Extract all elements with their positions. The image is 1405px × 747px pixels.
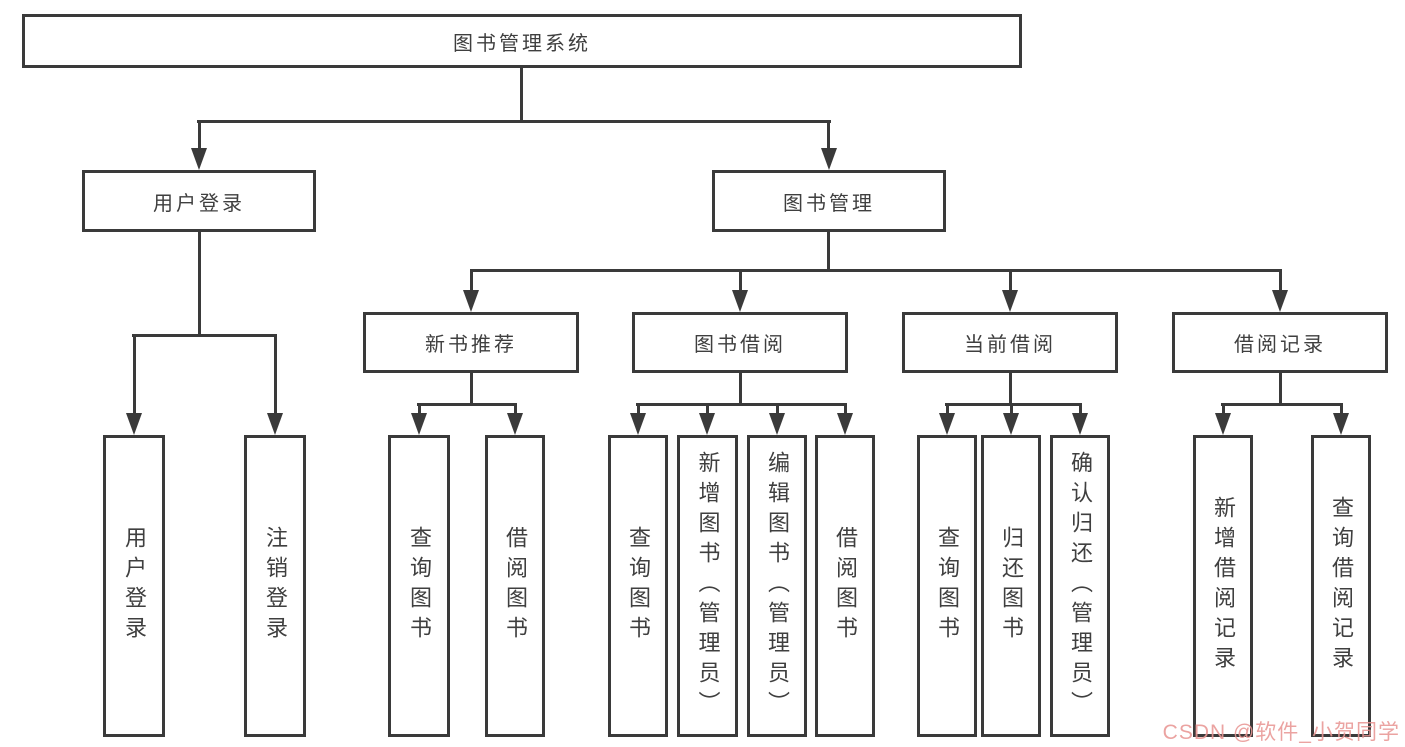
arrow-br-query	[1333, 413, 1349, 435]
arrow-book-borrow	[732, 290, 748, 312]
connector-drop-ul-login	[133, 334, 136, 415]
arrow-new-book	[463, 290, 479, 312]
node-leaf-logout: 注销登录	[244, 435, 306, 737]
node-current-borrow-label: 当前借阅	[964, 334, 1056, 356]
arrow-cb-return	[1003, 413, 1019, 435]
connector-user-login-stem	[198, 232, 201, 335]
node-current-borrow: 当前借阅	[902, 312, 1118, 373]
node-leaf-br-add-record-label: 新增借阅记录	[1211, 496, 1236, 676]
node-leaf-cb-query-book-label: 查询图书	[935, 526, 960, 646]
node-leaf-cb-confirm-return: 确认归还（管理员）	[1050, 435, 1110, 737]
connector-root-stem	[520, 68, 523, 121]
node-borrow-records-label: 借阅记录	[1234, 334, 1326, 356]
connector-drop-cb-query	[946, 403, 949, 415]
connector-drop-nb-borrow	[514, 403, 517, 415]
connector-drop-bb-query	[637, 403, 640, 415]
connector-drop-br-query	[1340, 403, 1343, 415]
node-leaf-bb-add-book: 新增图书（管理员）	[677, 435, 738, 737]
connector-book-borrow-stem	[739, 373, 742, 405]
node-book-management: 图书管理	[712, 170, 946, 232]
node-leaf-nb-borrow-book-label: 借阅图书	[503, 526, 528, 646]
connector-new-book-split	[417, 403, 517, 406]
node-leaf-cb-return-book: 归还图书	[981, 435, 1041, 737]
node-leaf-nb-query-book-label: 查询图书	[407, 526, 432, 646]
node-leaf-user-login-label: 用户登录	[122, 526, 147, 646]
connector-drop-bb-edit	[776, 403, 779, 415]
node-leaf-bb-borrow-book-label: 借阅图书	[833, 526, 858, 646]
arrow-nb-query	[411, 413, 427, 435]
node-leaf-user-login: 用户登录	[103, 435, 165, 737]
connector-drop-ul-logout	[274, 334, 277, 415]
node-leaf-bb-edit-book: 编辑图书（管理员）	[747, 435, 807, 737]
connector-drop-user-login	[198, 120, 201, 150]
connector-book-mgmt-split	[470, 269, 1282, 272]
arrow-ul-login	[126, 413, 142, 435]
connector-drop-cb-return	[1010, 403, 1013, 415]
arrow-borrow-records	[1272, 290, 1288, 312]
node-leaf-nb-query-book: 查询图书	[388, 435, 450, 737]
connector-root-split	[197, 120, 831, 123]
node-user-login: 用户登录	[82, 170, 316, 232]
connector-drop-bb-add	[706, 403, 709, 415]
node-book-borrow-label: 图书借阅	[694, 334, 786, 356]
node-leaf-bb-add-book-label: 新增图书（管理员）	[695, 451, 721, 721]
node-leaf-cb-query-book: 查询图书	[917, 435, 977, 737]
connector-current-borrow-stem	[1009, 373, 1012, 405]
arrow-bb-borrow	[837, 413, 853, 435]
connector-drop-br-add	[1222, 403, 1225, 415]
node-leaf-logout-label: 注销登录	[263, 526, 288, 646]
connector-book-mgmt-stem	[827, 232, 830, 271]
csdn-watermark: CSDN @软件_小贺同学	[1162, 721, 1400, 744]
arrow-br-add	[1215, 413, 1231, 435]
arrow-nb-borrow	[507, 413, 523, 435]
node-leaf-br-add-record: 新增借阅记录	[1193, 435, 1253, 737]
arrow-bb-add	[699, 413, 715, 435]
arrow-bb-query	[630, 413, 646, 435]
connector-drop-book-mgmt	[827, 120, 830, 150]
arrow-book-mgmt	[821, 148, 837, 170]
arrow-bb-edit	[769, 413, 785, 435]
connector-drop-bb-borrow	[844, 403, 847, 415]
node-leaf-cb-confirm-return-label: 确认归还（管理员）	[1068, 451, 1093, 721]
arrow-current-borrow	[1002, 290, 1018, 312]
node-leaf-br-query-record: 查询借阅记录	[1311, 435, 1371, 737]
node-leaf-bb-borrow-book: 借阅图书	[815, 435, 875, 737]
connector-drop-new-book	[470, 269, 473, 292]
arrow-cb-confirm	[1072, 413, 1088, 435]
node-root-label: 图书管理系统	[453, 32, 591, 55]
arrow-user-login	[191, 148, 207, 170]
connector-user-login-split	[132, 334, 277, 337]
connector-drop-book-borrow	[739, 269, 742, 292]
arrow-cb-query	[939, 413, 955, 435]
connector-current-borrow-split	[945, 403, 1082, 406]
node-leaf-bb-query-book: 查询图书	[608, 435, 668, 737]
node-leaf-bb-query-book-label: 查询图书	[626, 526, 651, 646]
connector-new-book-stem	[470, 373, 473, 405]
arrow-ul-logout	[267, 413, 283, 435]
connector-borrow-records-stem	[1279, 373, 1282, 405]
node-root: 图书管理系统	[22, 14, 1022, 68]
node-book-management-label: 图书管理	[783, 192, 875, 215]
node-leaf-bb-edit-book-label: 编辑图书（管理员）	[765, 451, 790, 721]
node-user-login-label: 用户登录	[153, 192, 245, 215]
node-leaf-cb-return-book-label: 归还图书	[999, 526, 1024, 646]
node-leaf-nb-borrow-book: 借阅图书	[485, 435, 545, 737]
connector-drop-borrow-records	[1279, 269, 1282, 292]
node-borrow-records: 借阅记录	[1172, 312, 1388, 373]
node-book-borrow: 图书借阅	[632, 312, 848, 373]
connector-borrow-records-split	[1221, 403, 1343, 406]
connector-drop-current-borrow	[1009, 269, 1012, 292]
connector-drop-nb-query	[418, 403, 421, 415]
node-new-book-recommend: 新书推荐	[363, 312, 579, 373]
node-new-book-recommend-label: 新书推荐	[425, 334, 517, 356]
connector-drop-cb-confirm	[1079, 403, 1082, 415]
node-leaf-br-query-record-label: 查询借阅记录	[1329, 496, 1354, 676]
connector-book-borrow-split	[636, 403, 847, 406]
